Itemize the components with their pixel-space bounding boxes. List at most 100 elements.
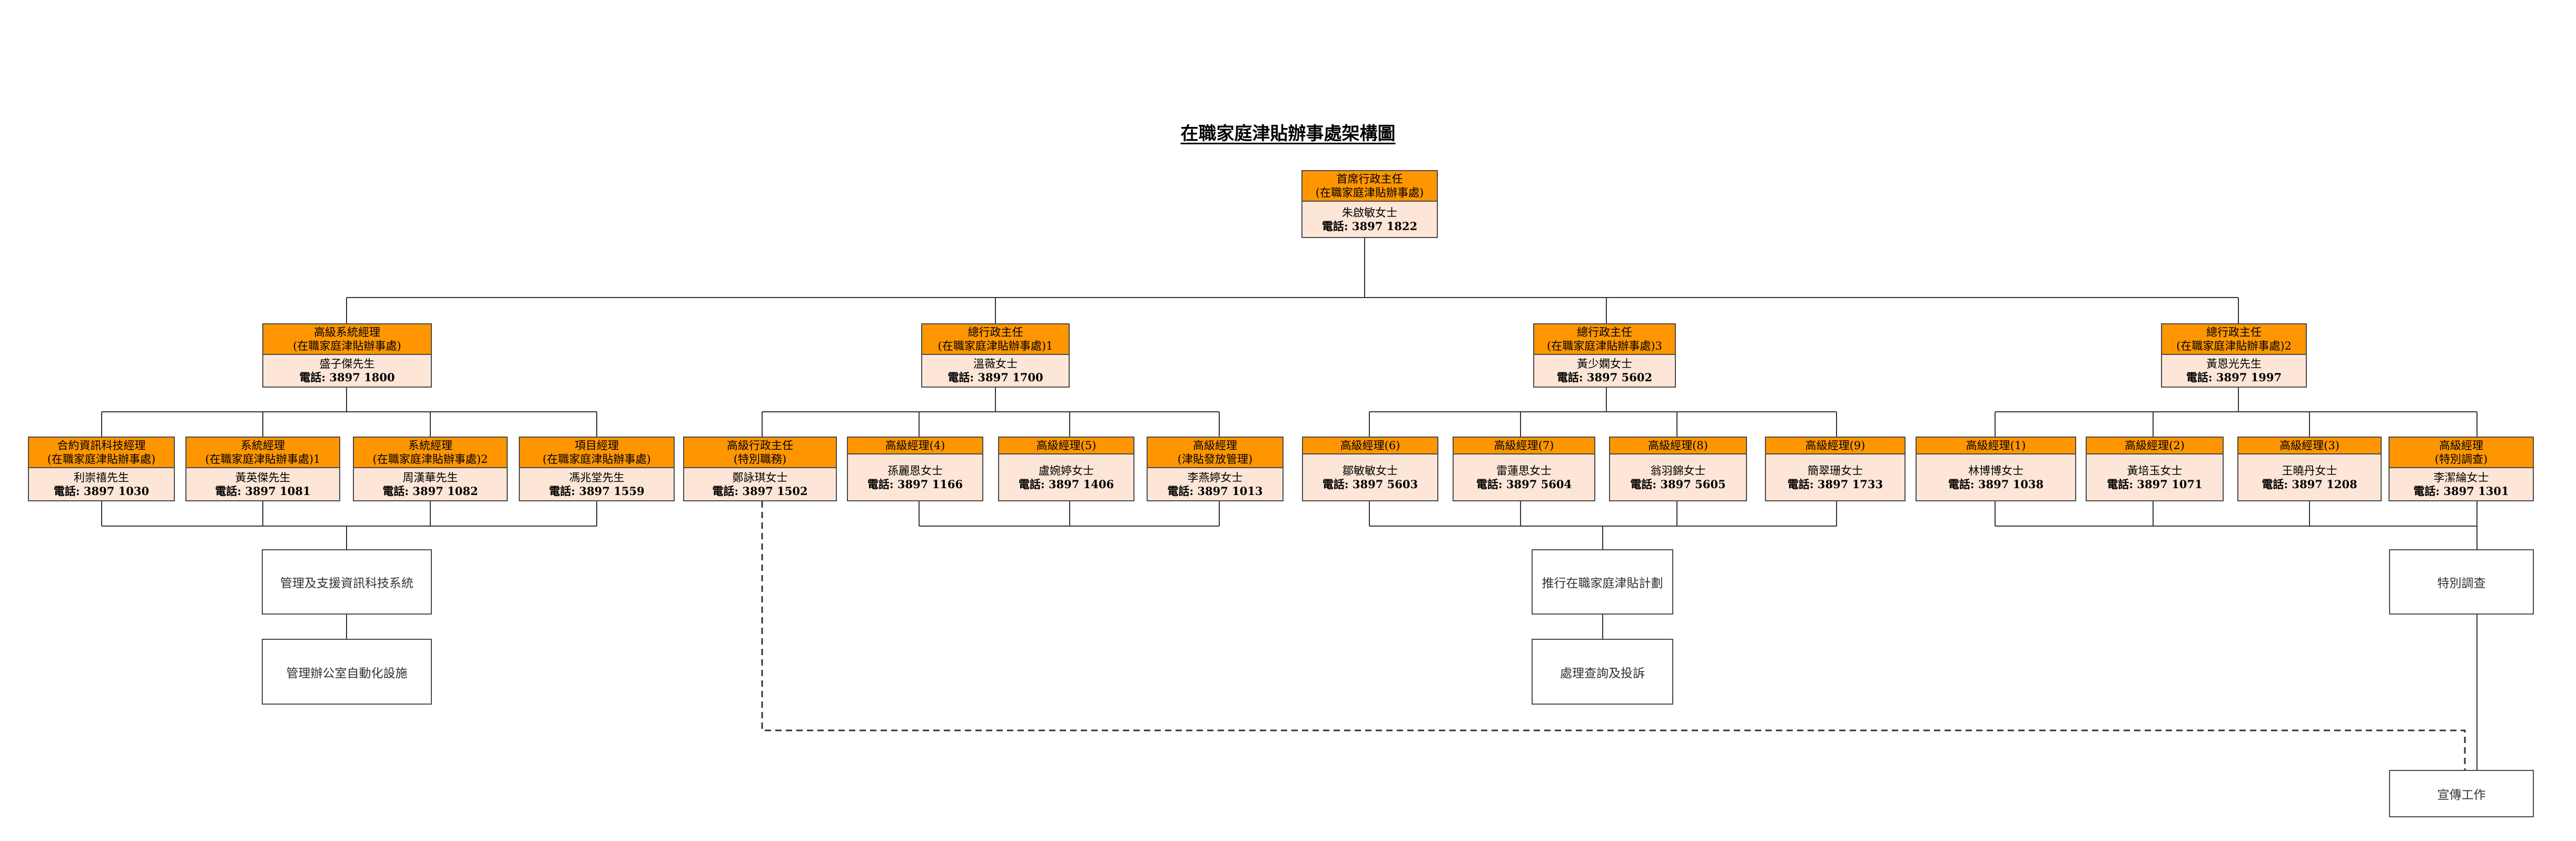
box-title: 總行政主任 xyxy=(968,326,1023,339)
box-person-name: 盧婉婷女士 xyxy=(1039,464,1094,477)
box-phone: 電話: 3897 1406 xyxy=(1018,477,1114,491)
box-person-name: 鄒敏敏女士 xyxy=(1343,464,1398,477)
org-box-systems-manager-1: 系統經理(在職家庭津貼辦事處)1 黃英傑先生電話: 3897 1081 xyxy=(185,437,340,501)
function-box-it-systems: 管理及支援資訊科技系統 xyxy=(262,549,432,615)
box-subtitle: (特別職務) xyxy=(733,453,787,466)
box-person-name: 利崇禧先生 xyxy=(74,471,129,484)
box-person-name: 鄭詠琪女士 xyxy=(732,471,788,484)
box-title: 系統經理 xyxy=(241,439,285,452)
box-phone: 電話: 3897 1800 xyxy=(299,371,395,384)
box-phone: 電話: 3897 1822 xyxy=(1321,219,1418,233)
box-subtitle: (在職家庭津貼辦事處)1 xyxy=(937,340,1053,352)
box-title: 項目經理 xyxy=(575,439,619,452)
org-box-senior-manager-8: 高級經理(8) 翁羽錦女士電話: 3897 5605 xyxy=(1609,437,1747,501)
function-box-enquiries-complaints: 處理查詢及投訴 xyxy=(1532,639,1673,705)
box-subtitle: (在職家庭津貼辦事處) xyxy=(47,453,156,466)
org-box-senior-manager-1: 高級經理(1) 林博博女士電話: 3897 1038 xyxy=(1916,437,2076,501)
function-box-special-investigation: 特別調查 xyxy=(2389,549,2534,615)
box-title: 高級經理 xyxy=(1193,439,1237,452)
box-title: 高級經理(5) xyxy=(1036,439,1097,452)
box-person-name: 簡翠珊女士 xyxy=(1808,464,1863,477)
box-phone: 電話: 3897 1301 xyxy=(2413,484,2509,498)
box-subtitle: (在職家庭津貼辦事處)3 xyxy=(1547,340,1662,352)
org-box-senior-systems-manager: 高級系統經理(在職家庭津貼辦事處) 盛子傑先生電話: 3897 1800 xyxy=(262,323,432,388)
org-box-senior-manager-5: 高級經理(5) 盧婉婷女士電話: 3897 1406 xyxy=(998,437,1134,501)
box-person-name: 李潔綸女士 xyxy=(2433,471,2489,484)
box-subtitle: (在職家庭津貼辦事處)2 xyxy=(2176,340,2292,352)
box-person-name: 王曉丹女士 xyxy=(2282,464,2337,477)
box-phone: 電話: 3897 1733 xyxy=(1787,477,1883,491)
org-box-senior-manager-2: 高級經理(2) 黃培玉女士電話: 3897 1071 xyxy=(2086,437,2224,501)
box-title: 高級經理(2) xyxy=(2125,439,2185,452)
box-title: 合約資訊科技經理 xyxy=(57,439,146,452)
box-person-name: 黃恩光先生 xyxy=(2206,358,2262,370)
box-person-name: 孫麗恩女士 xyxy=(887,464,943,477)
org-box-chief-executive-officer: 首席行政主任(在職家庭津貼辦事處) 朱啟敏女士電話: 3897 1822 xyxy=(1301,170,1438,238)
box-subtitle: (在職家庭津貼辦事處)1 xyxy=(205,453,321,466)
function-box-office-automation: 管理辦公室自動化設施 xyxy=(262,639,432,705)
org-box-chief-executive-officer-1: 總行政主任(在職家庭津貼辦事處)1 溫薇女士電話: 3897 1700 xyxy=(921,323,1070,388)
org-box-senior-manager-4: 高級經理(4) 孫麗恩女士電話: 3897 1166 xyxy=(847,437,983,501)
box-phone: 電話: 3897 1700 xyxy=(948,371,1043,384)
box-title: 高級經理(7) xyxy=(1494,439,1554,452)
box-person-name: 黃少嫻女士 xyxy=(1577,358,1632,370)
org-box-senior-manager-9: 高級經理(9) 簡翠珊女士電話: 3897 1733 xyxy=(1765,437,1906,501)
box-phone: 電話: 3897 1038 xyxy=(1948,477,2044,491)
box-title: 總行政主任 xyxy=(1577,326,1632,339)
box-phone: 電話: 3897 1502 xyxy=(712,484,808,498)
org-box-senior-manager-3: 高級經理(3) 王曉丹女士電話: 3897 1208 xyxy=(2237,437,2382,501)
org-box-senior-manager-6: 高級經理(6) 鄒敏敏女士電話: 3897 5603 xyxy=(1302,437,1438,501)
box-person-name: 黃英傑先生 xyxy=(235,471,291,484)
box-person-name: 盛子傑先生 xyxy=(319,358,375,370)
box-title: 高級經理(9) xyxy=(1805,439,1866,452)
box-phone: 電話: 3897 1559 xyxy=(549,484,645,498)
box-person-name: 李燕婷女士 xyxy=(1187,471,1243,484)
box-subtitle: (特別調查) xyxy=(2434,453,2488,466)
box-title: 高級經理(4) xyxy=(885,439,945,452)
box-title: 高級經理(3) xyxy=(2279,439,2340,452)
box-phone: 電話: 3897 5605 xyxy=(1630,477,1726,491)
box-subtitle: (在職家庭津貼辦事處) xyxy=(542,453,651,466)
box-title: 高級行政主任 xyxy=(727,439,793,452)
box-phone: 電話: 3897 1208 xyxy=(2262,477,2357,491)
box-person-name: 溫薇女士 xyxy=(973,358,1018,370)
org-box-senior-manager-7: 高級經理(7) 雷蓮思女士電話: 3897 5604 xyxy=(1453,437,1595,501)
box-subtitle: (在職家庭津貼辦事處) xyxy=(293,340,401,352)
org-box-senior-manager-payment: 高級經理(津貼發放管理) 李燕婷女士電話: 3897 1013 xyxy=(1147,437,1284,501)
org-box-senior-executive-officer-special-duties: 高級行政主任(特別職務) 鄭詠琪女士電話: 3897 1502 xyxy=(683,437,837,501)
box-person-name: 翁羽錦女士 xyxy=(1650,464,1706,477)
function-box-implement-scheme: 推行在職家庭津貼計劃 xyxy=(1532,549,1673,615)
box-person-name: 林博博女士 xyxy=(1968,464,2024,477)
org-box-contract-it-manager: 合約資訊科技經理(在職家庭津貼辦事處) 利崇禧先生電話: 3897 1030 xyxy=(28,437,175,501)
box-subtitle: (在職家庭津貼辦事處)2 xyxy=(372,453,488,466)
box-person-name: 黃培玉女士 xyxy=(2127,464,2183,477)
box-phone: 電話: 3897 1997 xyxy=(2186,371,2282,384)
box-phone: 電話: 3897 5602 xyxy=(1556,371,1653,384)
page-title: 在職家庭津貼辦事處架構圖 xyxy=(1180,123,1396,144)
org-box-project-manager: 項目經理(在職家庭津貼辦事處) 馮兆堂先生電話: 3897 1559 xyxy=(519,437,675,501)
org-box-chief-executive-officer-2: 總行政主任(在職家庭津貼辦事處)2 黃恩光先生電話: 3897 1997 xyxy=(2161,323,2307,388)
box-title: 高級經理(1) xyxy=(1966,439,2026,452)
org-box-systems-manager-2: 系統經理(在職家庭津貼辦事處)2 周漢華先生電話: 3897 1082 xyxy=(353,437,508,501)
box-phone: 電話: 3897 5603 xyxy=(1322,477,1418,491)
box-phone: 電話: 3897 1081 xyxy=(215,484,311,498)
box-phone: 電話: 3897 1030 xyxy=(53,484,150,498)
box-person-name: 朱啟敏女士 xyxy=(1342,206,1397,219)
box-subtitle: (津貼發放管理) xyxy=(1177,453,1253,466)
box-phone: 電話: 3897 1013 xyxy=(1167,484,1263,498)
box-person-name: 周漢華先生 xyxy=(402,471,458,484)
box-person-name: 馮兆堂先生 xyxy=(569,471,625,484)
box-title: 高級經理(6) xyxy=(1340,439,1400,452)
org-box-senior-manager-special-investigation: 高級經理(特別調查) 李潔綸女士電話: 3897 1301 xyxy=(2389,437,2534,501)
box-title: 系統經理 xyxy=(408,439,452,452)
box-title: 高級經理 xyxy=(2439,439,2483,452)
function-box-publicity: 宣傳工作 xyxy=(2389,770,2534,817)
box-phone: 電話: 3897 1071 xyxy=(2107,477,2203,491)
org-box-chief-executive-officer-3: 總行政主任(在職家庭津貼辦事處)3 黃少嫻女士電話: 3897 5602 xyxy=(1533,323,1676,388)
box-phone: 電話: 3897 1082 xyxy=(382,484,478,498)
box-title: 高級系統經理 xyxy=(314,326,380,339)
box-person-name: 雷蓮思女士 xyxy=(1496,464,1552,477)
box-title: 總行政主任 xyxy=(2206,326,2262,339)
box-phone: 電話: 3897 5604 xyxy=(1476,477,1572,491)
